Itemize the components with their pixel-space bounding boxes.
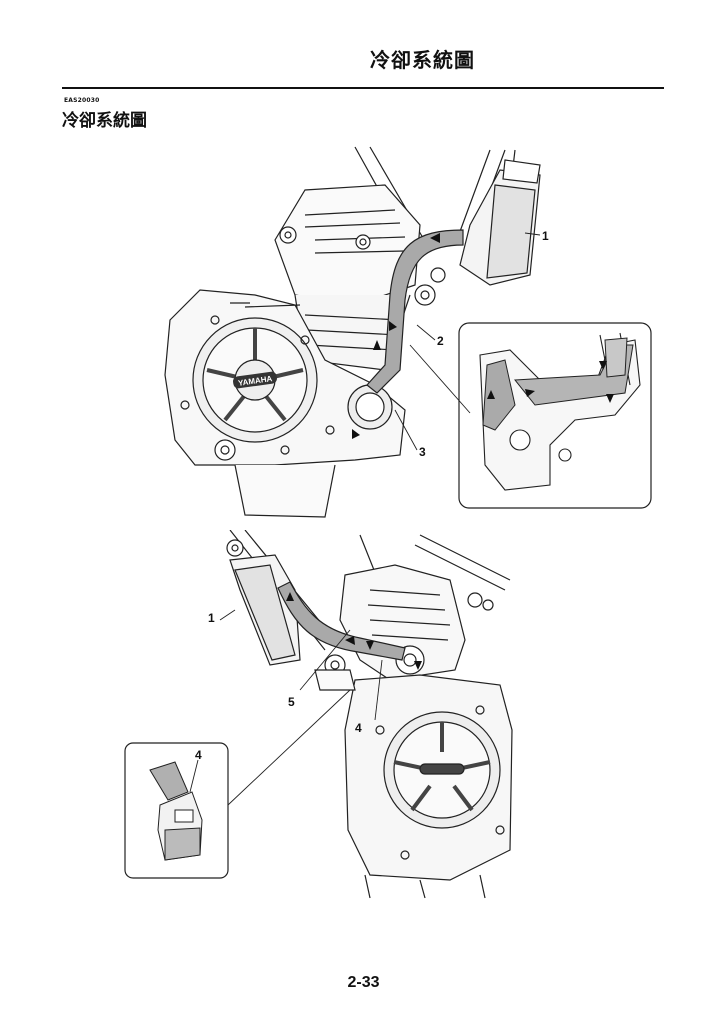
callout-1-bottom: 1 <box>208 611 215 625</box>
section-title: 冷卻系統圖 <box>62 111 147 131</box>
callout-5-bottom: 5 <box>288 695 295 709</box>
callout-2-top: 2 <box>437 334 444 348</box>
callout-3-top: 3 <box>419 445 426 459</box>
header-title: 冷卻系統圖 <box>370 48 475 72</box>
callout-4-bottom: 4 <box>355 721 362 735</box>
callout-4-inset: 4 <box>195 748 202 762</box>
callout-1-top: 1 <box>542 229 549 243</box>
cooling-diagram-top: YAMAHA 1 2 3 <box>164 146 652 518</box>
page-number: 2-33 <box>347 974 380 991</box>
header-divider <box>62 87 664 89</box>
section-code: EAS20030 <box>64 97 100 104</box>
cooling-diagram-bottom: 1 5 4 4 <box>124 530 513 899</box>
